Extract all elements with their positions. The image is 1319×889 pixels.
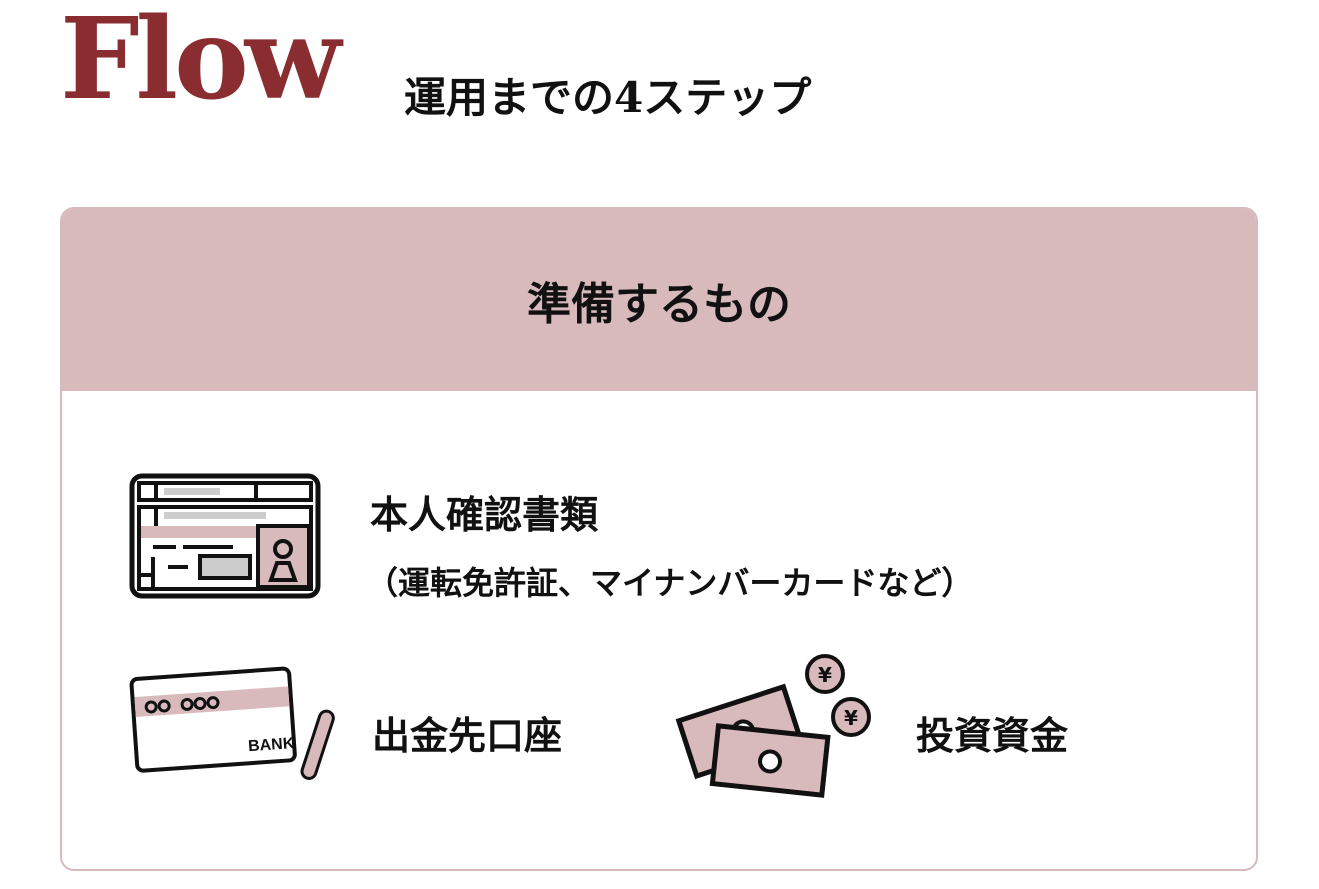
- bank-label: BANK: [248, 735, 296, 755]
- card-title: 準備するもの: [527, 279, 791, 330]
- money-icon: ¥ ¥: [675, 654, 871, 798]
- svg-text:¥: ¥: [818, 663, 832, 687]
- section-subtitle: 運用までの4ステップ: [404, 73, 812, 122]
- card-header: 準備するもの: [62, 209, 1256, 391]
- item-label-bank: 出金先口座: [372, 714, 563, 758]
- item-note-id: （運転免許証、マイナンバーカードなど）: [366, 564, 974, 602]
- id-card-icon: [129, 473, 321, 599]
- section-title: Flow: [60, 0, 341, 125]
- item-label-id: 本人確認書類: [370, 493, 599, 537]
- item-label-funds: 投資資金: [916, 714, 1069, 758]
- bank-card-icon: BANK: [129, 666, 335, 780]
- svg-text:¥: ¥: [844, 706, 858, 730]
